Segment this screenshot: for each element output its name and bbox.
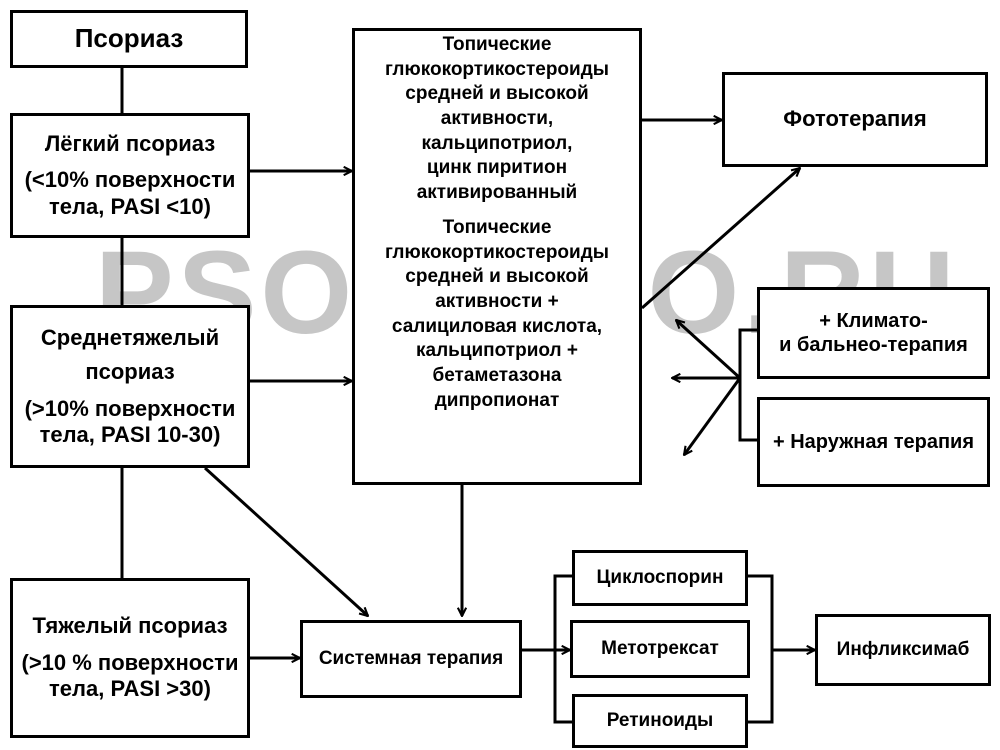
- topical-line: Топические: [442, 34, 552, 55]
- mild-title: Лёгкий псориаз: [44, 130, 216, 156]
- infliximab-box: Инфликсимаб: [815, 614, 991, 686]
- mild-line2: тела, PASI <10): [49, 193, 211, 219]
- bracket-adjuvants: [738, 328, 757, 442]
- topical-line: бетаметазона: [432, 364, 562, 386]
- psoriasis-box: Псориаз: [10, 10, 248, 68]
- topical-line: кальципотриол +: [416, 340, 578, 362]
- severe-psoriasis-box: Тяжелый псориаз (>10 % поверхности тела,…: [10, 578, 250, 738]
- moderate-line1: (>10% поверхности: [24, 395, 236, 421]
- arrow-adjuvant-up: [676, 320, 742, 380]
- phototherapy-label: Фототерапия: [783, 106, 927, 132]
- cyclosporin-label: Циклоспорин: [596, 566, 724, 588]
- bracket-drugs-right: [748, 574, 774, 724]
- methotrexate-box: Метотрексат: [570, 620, 750, 678]
- mild-psoriasis-box: Лёгкий псориаз (<10% поверхности тела, P…: [10, 113, 250, 238]
- systemic-label: Системная терапия: [318, 647, 504, 669]
- topical-line: активированный: [416, 182, 578, 204]
- climato-balneo-box: + Климато- и бальнео-терапия: [757, 287, 990, 379]
- topical-therapy-box: Топические глюкокортикостероиды средней и …: [352, 28, 642, 485]
- severe-line1: (>10 % поверхности: [21, 649, 239, 675]
- moderate-psoriasis-box: Среднетяжелый псориаз (>10% поверхности …: [10, 305, 250, 468]
- arrow-adjuvant-down: [684, 377, 742, 455]
- topical-line: глюкокортикостероиды: [384, 241, 610, 263]
- climato-line2: и бальнео-терапия: [779, 334, 968, 356]
- topical-line: активности +: [435, 290, 559, 312]
- topical-group-mild: Топические глюкокортикостероиды средней и …: [385, 33, 609, 206]
- topical-line: кальципотриол,: [421, 132, 573, 154]
- phototherapy-box: Фототерапия: [722, 72, 988, 167]
- severe-title: Тяжелый псориаз: [32, 613, 228, 639]
- moderate-title2: псориаз: [85, 359, 175, 385]
- topical-line: салициловая кислота,: [391, 315, 603, 337]
- topical-line: глюкокортикостероиды: [384, 58, 610, 80]
- bracket-drugs-left: [553, 574, 572, 724]
- methotrexate-label: Метотрексат: [601, 637, 719, 659]
- severe-line2: тела, PASI >30): [49, 676, 211, 702]
- cyclosporin-box: Циклоспорин: [572, 550, 748, 606]
- topical-line: активности,: [440, 108, 554, 130]
- moderate-line2: тела, PASI 10-30): [39, 421, 221, 447]
- topical-line: средней и высокой: [405, 266, 589, 288]
- topical-line: средней и высокой: [405, 83, 589, 105]
- external-therapy-box: + Наружная терапия: [757, 397, 990, 487]
- moderate-title1: Среднетяжелый: [40, 324, 220, 350]
- topical-group-moderate: Топические глюкокортикостероиды средней и …: [385, 216, 609, 414]
- topical-line: цинк пиритион: [426, 157, 568, 179]
- systemic-therapy-box: Системная терапия: [300, 620, 522, 698]
- psoriasis-label: Псориаз: [74, 23, 184, 54]
- retinoids-box: Ретиноиды: [572, 694, 748, 748]
- retinoids-label: Ретиноиды: [606, 709, 714, 731]
- topical-line: Топические: [442, 216, 552, 238]
- arrow-moderate-systemic: [203, 466, 368, 616]
- mild-line1: (<10% поверхности: [24, 167, 236, 193]
- arrow-topical-phototherapy-diag: [641, 168, 800, 310]
- topical-line: дипропионат: [434, 389, 560, 411]
- external-label: + Наружная терапия: [772, 431, 975, 453]
- infliximab-label: Инфликсимаб: [836, 638, 970, 660]
- climato-line1: + Климато-: [819, 310, 928, 332]
